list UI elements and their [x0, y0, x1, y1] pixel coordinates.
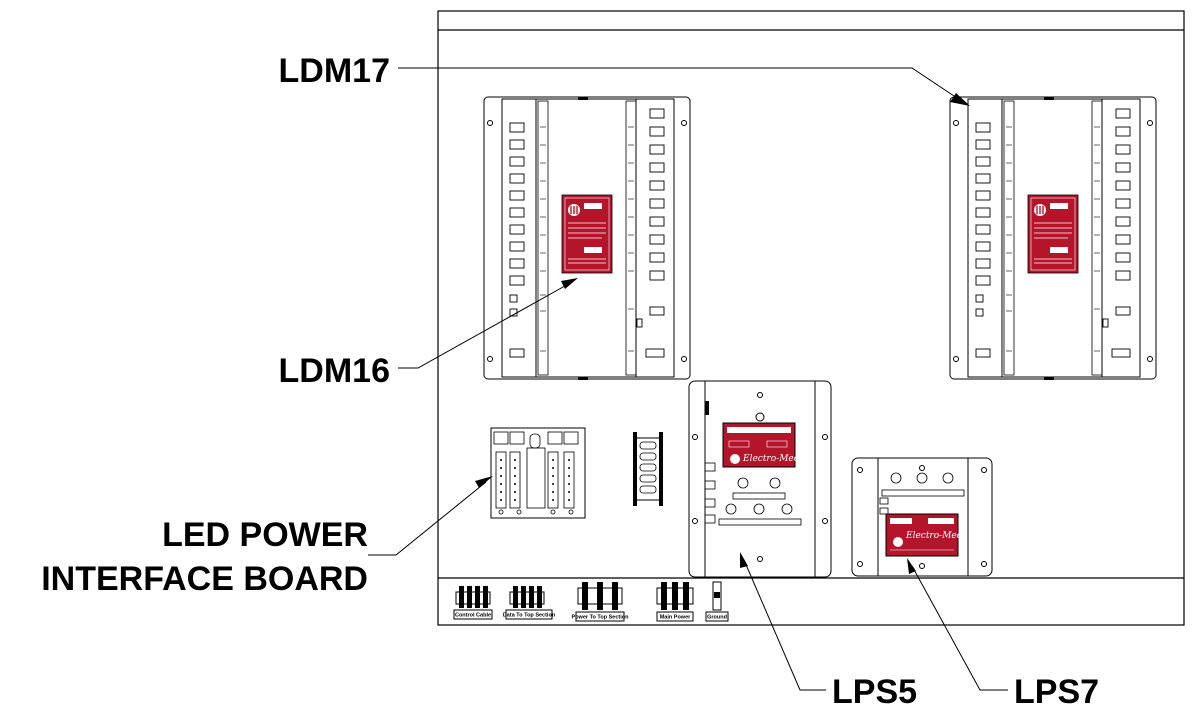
terminal-ground: Ground: [705, 581, 729, 622]
cabinet-outline: [437, 10, 1185, 626]
leader-lines: [368, 67, 1008, 691]
arrowhead-ldm17: [950, 93, 970, 106]
terminal-main-power: Main Power: [656, 582, 694, 622]
terminal-data-to-top: Data To Top Section: [503, 585, 556, 620]
callout-led-power-line2: INTERFACE BOARD: [41, 560, 368, 598]
callout-led-power-line1: LED POWER: [162, 516, 368, 554]
terminal-label-main-power: Main Power: [660, 615, 691, 621]
arrowhead-ldm16: [561, 278, 578, 289]
arrowhead-led-board: [475, 476, 493, 488]
terminal-label-data-to-top: Data To Top Section: [503, 613, 556, 619]
lps5-brand-label: Electro-Mech: [742, 454, 805, 464]
arrowhead-lps7: [907, 558, 916, 574]
center-terminal-block: [633, 432, 663, 506]
terminal-label-control-cable: Control Cable: [455, 613, 491, 619]
led-power-interface-board: [490, 427, 586, 519]
callout-ldm16: LDM16: [279, 352, 390, 390]
terminal-label-ground: Ground: [707, 615, 727, 621]
ldm16-module: [483, 96, 691, 381]
leader-arrowheads: [475, 93, 970, 574]
lps7-brand-label: Electro-Mech: [905, 531, 968, 541]
terminal-control-cable: Control Cable: [453, 585, 493, 620]
arrowhead-lps5: [740, 552, 748, 568]
ldm17-module: [949, 96, 1157, 381]
callout-lps5: LPS5: [832, 673, 917, 711]
terminal-power-to-top: Power To Top Section: [572, 582, 630, 622]
lps7-power-supply: Electro-Mech: [851, 457, 993, 577]
callout-ldm17: LDM17: [279, 52, 390, 90]
lps5-power-supply: Electro-Mech: [688, 380, 832, 578]
terminal-label-power-to-top: Power To Top Section: [572, 615, 630, 621]
callout-lps7: LPS7: [1014, 673, 1099, 711]
